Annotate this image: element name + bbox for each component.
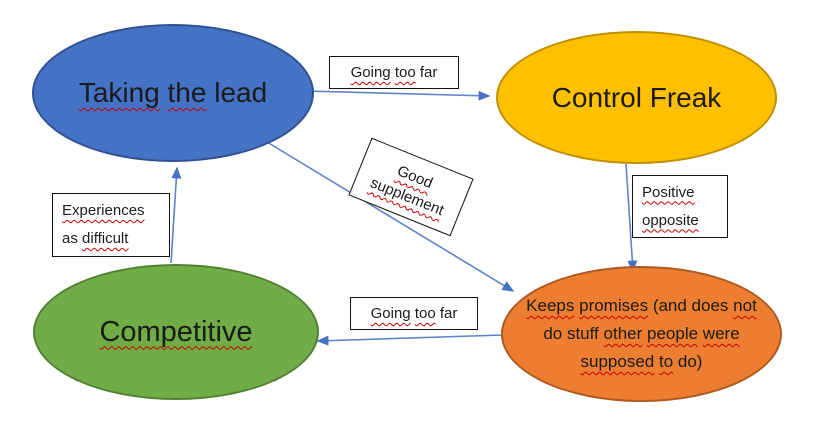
label-line: do stuff other people were [526,320,757,348]
node-competitive[interactable]: Competitive [33,264,319,400]
edge-label-going-too-far-top[interactable]: Going too far [329,56,459,89]
node-label: Competitive [99,315,252,350]
edge-label-experiences-as-difficult[interactable]: Experiences as difficult [52,193,170,257]
label-word: do stuff [543,324,599,343]
arrow-competitive-to-taking[interactable] [170,166,182,264]
label-word: as [62,230,78,247]
label-word: not [733,296,757,315]
node-keeps-promises[interactable]: Keeps promises (and does not do stuff ot… [501,266,782,402]
node-control-freak[interactable]: Control Freak [496,31,777,164]
node-taking-the-lead[interactable]: Taking the lead [32,24,314,162]
label-word: far [419,64,438,81]
edge-label-going-too-far-bottom[interactable]: Going too far [350,297,478,330]
label-word: to [658,352,674,371]
label-word: were [702,324,740,343]
label-line: Keeps promises (and does not [526,292,757,320]
node-label: Keeps promises (and does not do stuff ot… [526,292,757,376]
label-word: Experiences [62,202,145,219]
label-text: Going too far [371,305,458,322]
label-word: people [647,324,699,343]
label-word: Keeps [526,296,575,315]
label-word: Positive [642,183,695,201]
label-word: difficult [82,230,129,247]
label-word: supposed [580,352,655,371]
node-label: Taking the lead [79,76,267,110]
label-word: too [414,305,436,322]
label-word: Taking [78,77,160,109]
label-word: Going [350,64,391,81]
label-word: promises [579,296,649,315]
label-word: Competitive [99,315,253,348]
arrow-taking-to-keeps[interactable] [266,141,515,292]
label-text: Going too far [351,64,438,81]
label-word: do) [677,352,703,371]
arrow-taking-to-control[interactable] [305,90,491,101]
label-word: too [394,64,416,81]
label-line: as difficult [62,225,128,253]
label-word: Going [370,305,411,322]
arrow-control-to-keeps[interactable] [625,163,638,273]
label-word: other [603,324,643,343]
edge-label-positive-opposite[interactable]: Positive opposite [632,175,728,238]
arrow-keeps-to-competitive[interactable] [316,334,504,346]
label-word: opposite [642,211,699,229]
node-label: Control Freak [551,81,722,113]
label-word: the [167,77,207,109]
label-word: lead [214,77,268,109]
label-word: (and does [652,296,729,315]
label-line: supposed to do) [526,348,757,376]
label-word: far [439,305,458,322]
